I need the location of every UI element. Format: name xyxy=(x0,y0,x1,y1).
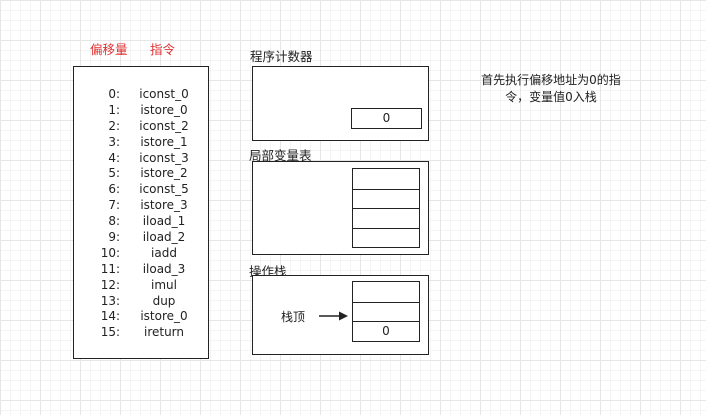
bytecode-instruction: iadd xyxy=(151,245,177,260)
bytecode-line: 13: dup xyxy=(74,294,208,310)
bytecode-instruction: dup xyxy=(152,293,176,308)
bytecode-instruction: iconst_5 xyxy=(139,182,189,197)
program-counter-title: 程序计数器 xyxy=(250,49,313,64)
bytecode-instruction: iconst_2 xyxy=(139,118,189,133)
bytecode-line: 1: istore_0 xyxy=(74,103,208,119)
bytecode-instruction: imul xyxy=(151,277,177,292)
bytecode-offset: 8: xyxy=(108,214,120,229)
bytecode-instruction: istore_2 xyxy=(140,166,188,181)
program-counter-box: 0 xyxy=(252,66,429,141)
bytecode-instruction: iconst_3 xyxy=(139,150,189,165)
bytecode-line: 8: iload_1 xyxy=(74,214,208,230)
bytecode-list: 0: iconst_0 1: istore_0 2: iconst_2 3: i… xyxy=(74,87,208,341)
local-variable-slot xyxy=(353,169,419,189)
local-variable-slot xyxy=(353,227,419,248)
bytecode-line: 12: imul xyxy=(74,278,208,294)
bytecode-line: 14: istore_0 xyxy=(74,309,208,325)
bytecode-offset: 6: xyxy=(108,182,120,197)
bytecode-offset: 14: xyxy=(100,309,120,324)
bytecode-instruction: iload_1 xyxy=(142,214,186,229)
stack-top-label: 栈顶 xyxy=(281,310,306,324)
bytecode-offset: 7: xyxy=(108,198,120,213)
bytecode-offset: 3: xyxy=(108,134,120,149)
bytecode-instruction: iload_3 xyxy=(142,261,186,276)
bytecode-line: 10: iadd xyxy=(74,246,208,262)
local-variables-title: 局部变量表 xyxy=(249,148,312,163)
bytecode-line: 3: istore_1 xyxy=(74,135,208,151)
operand-stack-slot xyxy=(353,282,419,302)
operand-stack-slots: 0 xyxy=(352,281,420,342)
bytecode-line: 11: iload_3 xyxy=(74,262,208,278)
bytecode-instruction: istore_0 xyxy=(140,102,188,117)
local-variables-box xyxy=(252,161,429,255)
bytecode-instruction: iconst_0 xyxy=(139,87,189,101)
bytecode-line: 4: iconst_3 xyxy=(74,151,208,167)
step-note: 首先执行偏移地址为0的指令，变量值0入栈 xyxy=(481,73,621,104)
bytecode-offset: 5: xyxy=(108,166,120,181)
bytecode-offset: 0: xyxy=(108,87,120,101)
bytecode-line: 6: iconst_5 xyxy=(74,182,208,198)
local-variables-slots xyxy=(352,168,420,248)
bytecode-offset: 9: xyxy=(108,230,120,245)
bytecode-box: 0: iconst_0 1: istore_0 2: iconst_2 3: i… xyxy=(73,66,209,359)
local-variable-slot xyxy=(353,188,419,209)
bytecode-offset: 13: xyxy=(100,293,120,308)
bytecode-offset: 11: xyxy=(100,261,120,276)
bytecode-offset: 4: xyxy=(108,150,120,165)
operand-stack-slot: 0 xyxy=(353,321,419,341)
bytecode-offset: 1: xyxy=(108,102,120,117)
operand-stack-box: 栈顶 0 xyxy=(252,275,429,355)
bytecode-offset: 15: xyxy=(100,325,120,340)
local-variable-slot xyxy=(353,208,419,228)
program-counter-value: 0 xyxy=(351,108,422,129)
operand-stack-slot xyxy=(353,301,419,322)
bytecode-line: 15: ireturn xyxy=(74,325,208,341)
bytecode-offset: 10: xyxy=(100,245,120,260)
bytecode-instruction: istore_3 xyxy=(140,198,188,213)
bytecode-line: 7: istore_3 xyxy=(74,198,208,214)
bytecode-line: 2: iconst_2 xyxy=(74,119,208,135)
bytecode-line: 9: iload_2 xyxy=(74,230,208,246)
bytecode-offset: 12: xyxy=(100,277,120,292)
bytecode-instruction: istore_0 xyxy=(140,309,188,324)
bytecode-line: 0: iconst_0 xyxy=(74,87,208,103)
bytecode-instruction: istore_1 xyxy=(140,134,188,149)
offset-header: 偏移量 xyxy=(90,42,128,57)
bytecode-instruction: iload_2 xyxy=(142,230,186,245)
bytecode-instruction: ireturn xyxy=(143,325,185,340)
bytecode-line: 5: istore_2 xyxy=(74,166,208,182)
right-arrow-icon xyxy=(319,311,348,321)
bytecode-offset: 2: xyxy=(108,118,120,133)
instruction-header: 指令 xyxy=(150,42,176,57)
